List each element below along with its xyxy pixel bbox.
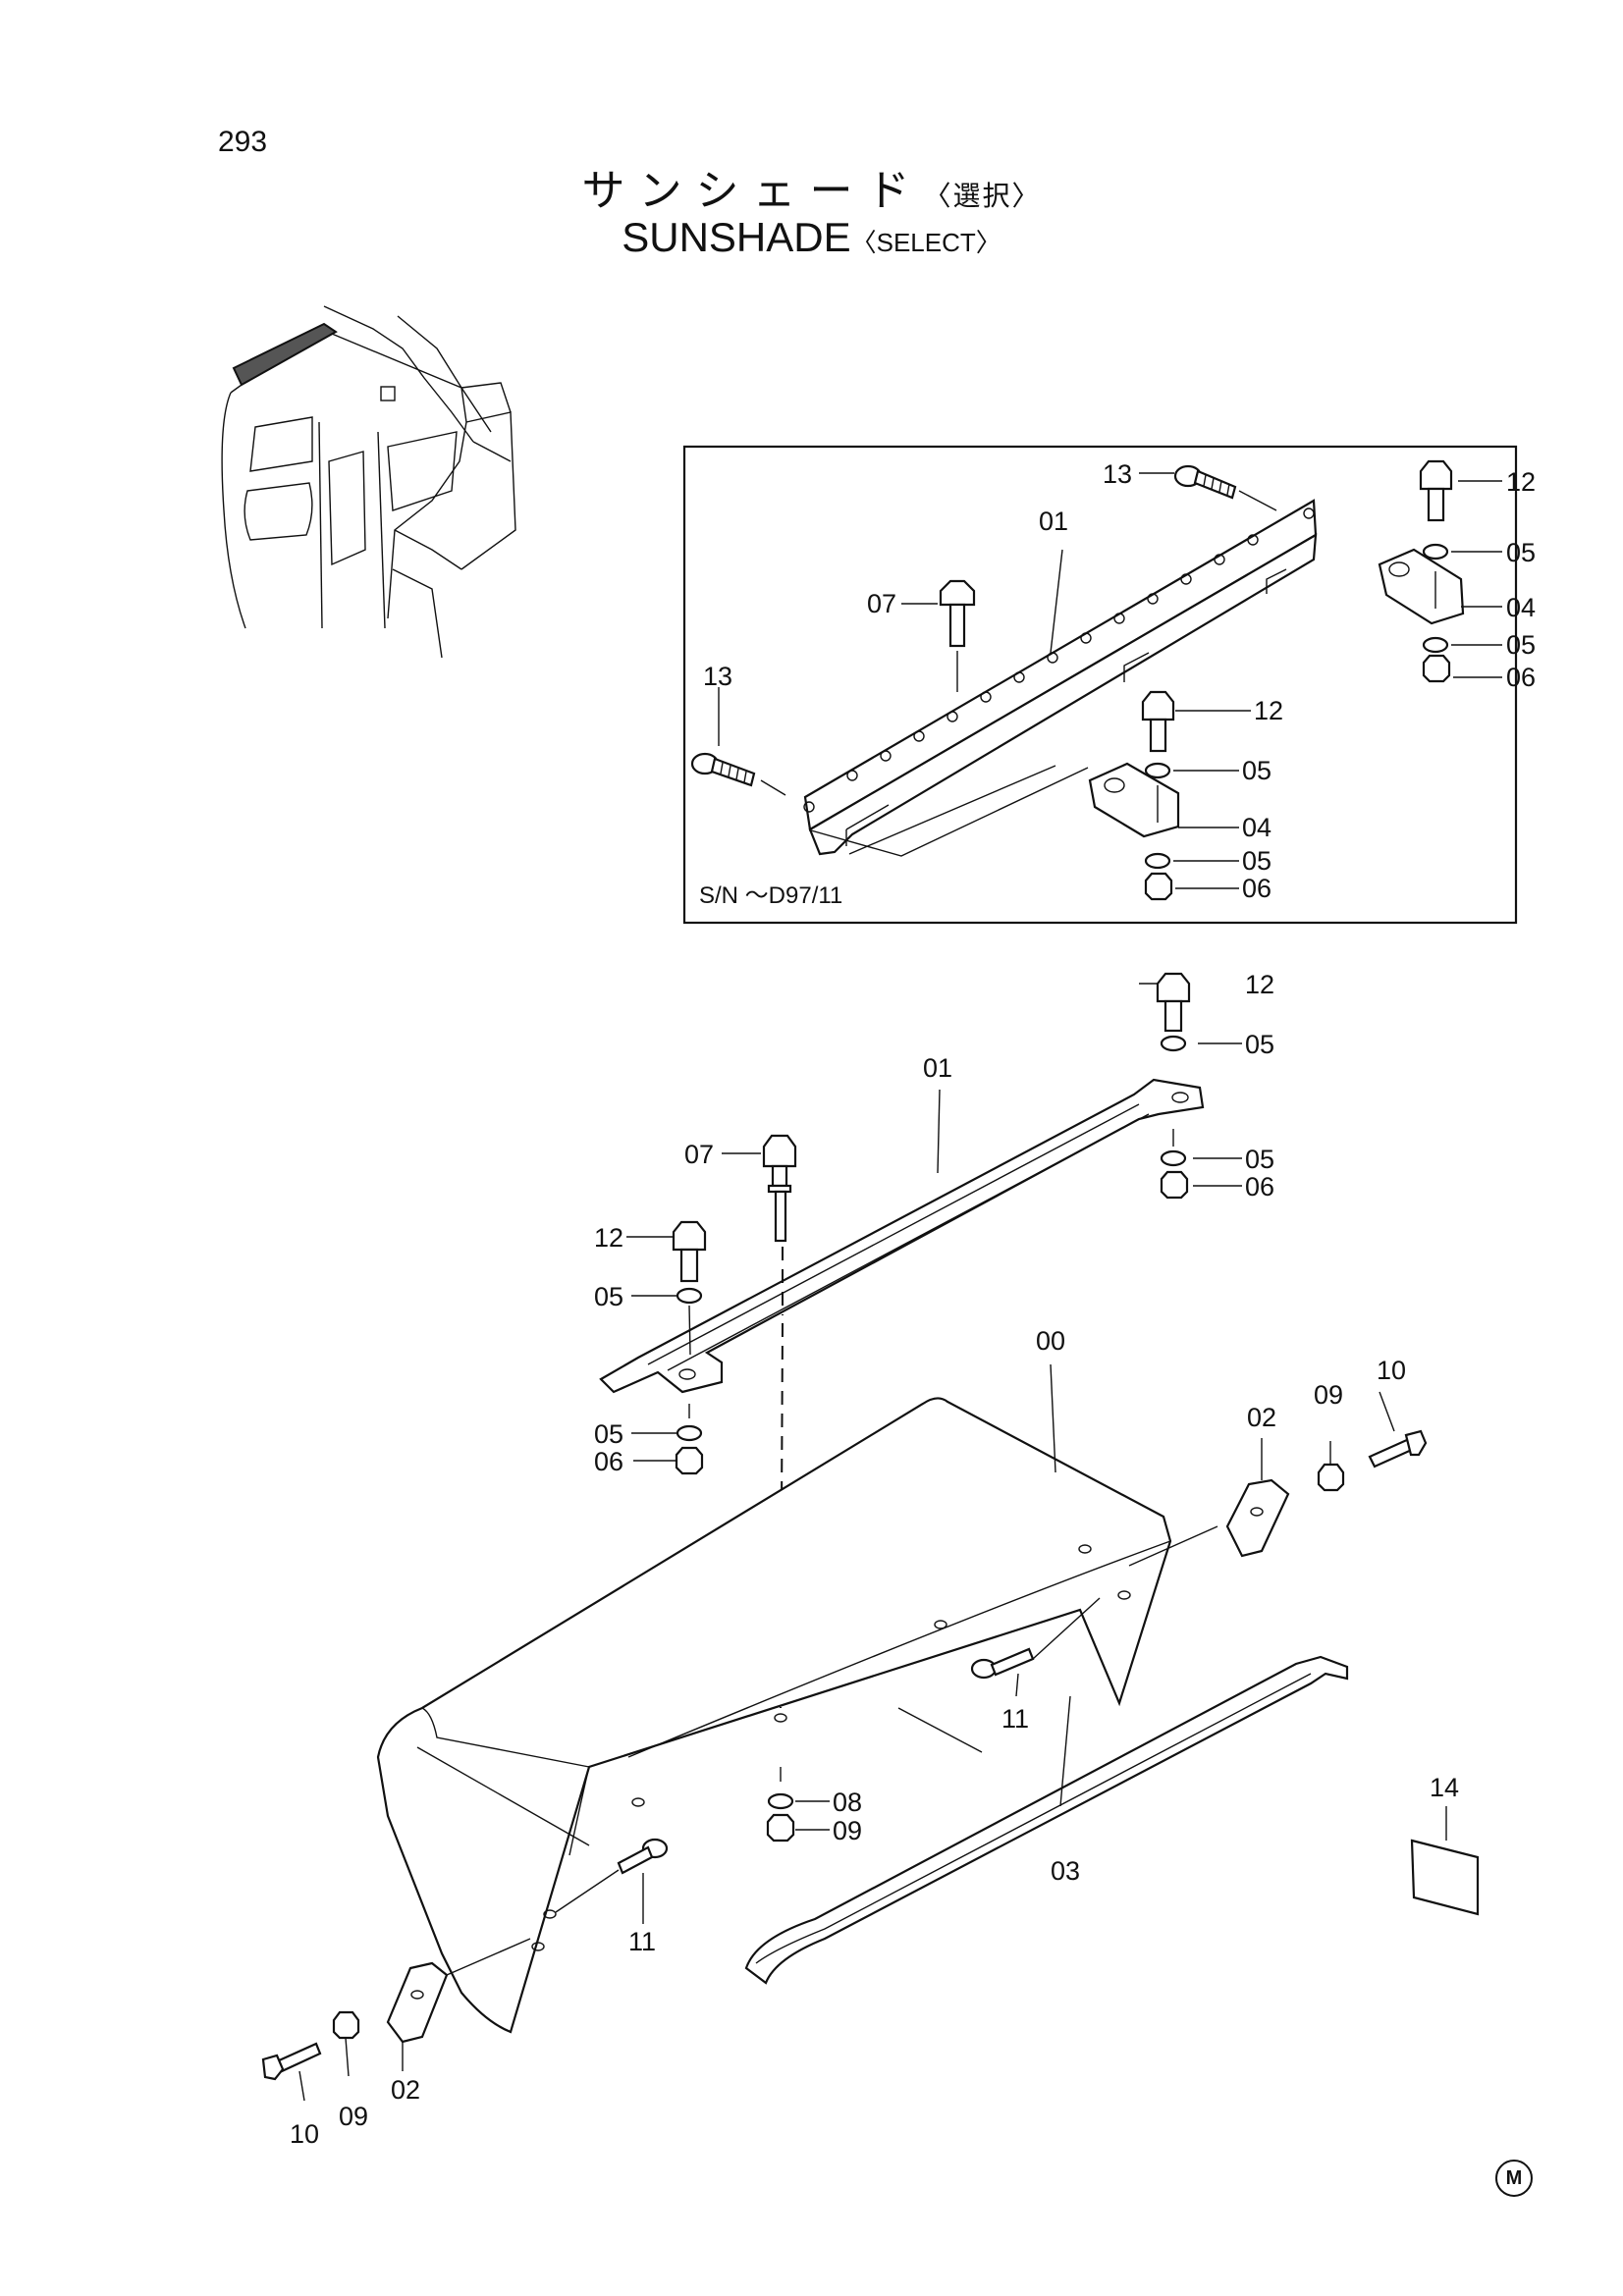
part-label-02: 02	[391, 2075, 420, 2105]
part-label-09: 09	[1314, 1380, 1343, 1410]
manufacturer-mark: M	[1495, 2160, 1533, 2197]
part-label-05: 05	[1242, 846, 1271, 876]
part-label-05: 05	[1506, 630, 1536, 660]
part-label-12: 12	[1245, 970, 1274, 999]
bolt-icon	[672, 1220, 707, 1283]
bolt-icon	[1368, 1429, 1428, 1468]
part-label-00: 00	[1036, 1326, 1065, 1356]
bolt-icon	[1419, 459, 1453, 522]
part-label-10: 10	[1377, 1356, 1406, 1385]
part-label-09: 09	[833, 1816, 862, 1845]
part-label-04: 04	[1242, 813, 1271, 842]
title-en-select: 〈SELECT〉	[850, 228, 1001, 257]
part-label-06: 06	[594, 1447, 623, 1476]
seal-strip	[744, 1655, 1349, 1985]
part-label-01: 01	[1039, 507, 1068, 536]
part-label-05: 05	[1245, 1030, 1274, 1059]
part-label-05: 05	[1506, 538, 1536, 567]
part-label-05: 05	[1245, 1145, 1274, 1174]
page-number: 293	[218, 126, 268, 158]
part-label-05: 05	[594, 1282, 623, 1311]
bolt-icon	[690, 752, 756, 787]
part-label-06: 06	[1506, 663, 1536, 692]
part-label-13: 13	[1103, 459, 1132, 489]
part-label-03: 03	[1051, 1856, 1080, 1886]
bolt-icon	[261, 2042, 322, 2081]
bracket-right	[1225, 1478, 1290, 1558]
title-japanese: サンシェード〈選択〉	[0, 155, 1623, 218]
part-label-08: 08	[833, 1788, 862, 1817]
bolt-icon	[939, 579, 976, 648]
bolt-icon	[1141, 690, 1175, 753]
part-label-06: 06	[1242, 874, 1271, 903]
part-label-11: 11	[1001, 1704, 1029, 1734]
bolt-icon	[1173, 464, 1237, 500]
bolt-icon	[1156, 972, 1191, 1033]
label-plate	[1410, 1839, 1480, 1916]
sunshade-panel	[376, 1397, 1172, 2034]
bracket-left	[386, 1961, 449, 2044]
part-label-09: 09	[339, 2102, 368, 2131]
inset-frame	[682, 445, 1518, 925]
part-label-05: 05	[1242, 756, 1271, 785]
rail-assembly	[599, 1078, 1205, 1394]
part-label-10: 10	[290, 2119, 319, 2149]
part-label-12: 12	[594, 1223, 623, 1253]
part-label-06: 06	[1245, 1172, 1274, 1201]
cab-thumbnail	[221, 305, 516, 659]
part-label-07: 07	[684, 1140, 714, 1169]
inset-assembly	[690, 459, 1465, 901]
part-label-13: 13	[703, 662, 732, 691]
part-label-07: 07	[867, 589, 896, 618]
bolt-icon	[617, 1838, 669, 1875]
part-label-12: 12	[1506, 467, 1536, 497]
bolt-icon	[762, 1134, 797, 1243]
part-label-14: 14	[1430, 1773, 1459, 1802]
serial-note: S/N ～D97/11	[699, 882, 842, 909]
part-label-12: 12	[1254, 696, 1283, 725]
part-label-04: 04	[1506, 593, 1536, 622]
bolt-icon	[970, 1647, 1035, 1680]
part-label-05: 05	[594, 1419, 623, 1449]
title-en-text: SUNSHADE	[622, 214, 851, 260]
part-label-01: 01	[923, 1053, 952, 1083]
title-jp-text: サンシェード	[581, 166, 924, 216]
title-jp-select: 〈選択〉	[923, 180, 1042, 212]
title-english: SUNSHADE〈SELECT〉	[0, 214, 1623, 261]
part-label-11: 11	[628, 1927, 656, 1956]
part-label-02: 02	[1247, 1403, 1276, 1432]
